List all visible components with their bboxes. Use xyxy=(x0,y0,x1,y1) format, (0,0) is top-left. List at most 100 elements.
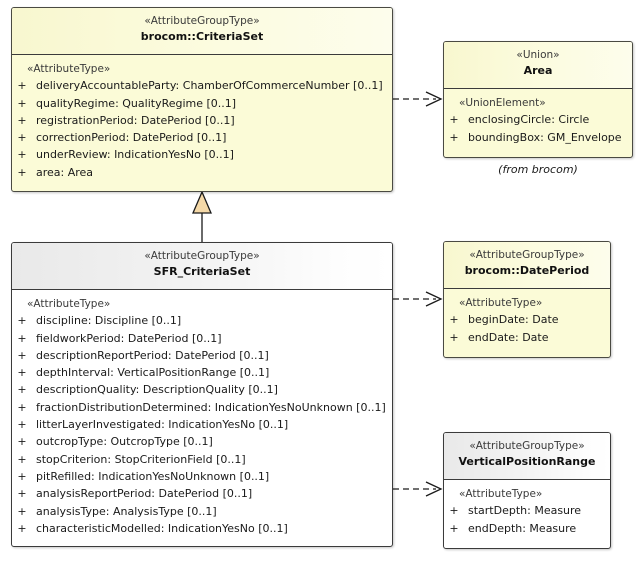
attribute-row[interactable]: + underReview: IndicationYesNo [0..1] xyxy=(12,146,392,163)
attribute-signature: beginDate: Date xyxy=(468,313,559,327)
generalization-sfr-criteriaset-to-criteriaset[interactable] xyxy=(192,190,212,242)
class-header-verticalpositionrange: «AttributeGroupType» VerticalPositionRan… xyxy=(444,433,610,480)
attribute-row[interactable]: + boundingBox: GM_Envelope xyxy=(444,129,632,146)
class-box-sfr-criteriaset[interactable]: «AttributeGroupType» SFR_CriteriaSet «At… xyxy=(11,242,393,547)
attribute-signature: underReview: IndicationYesNo [0..1] xyxy=(36,148,234,162)
attribute-row[interactable]: + outcropType: OutcropType [0..1] xyxy=(12,433,392,450)
class-header-brocom-criteriaset: «AttributeGroupType» brocom::CriteriaSet xyxy=(12,8,392,55)
visibility-marker: + xyxy=(17,113,27,127)
attribute-signature: correctionPeriod: DatePeriod [0..1] xyxy=(36,131,227,145)
compartment-stereotype: «AttributeType» xyxy=(459,488,543,500)
attribute-signature: litterLayerInvestigated: IndicationYesNo… xyxy=(36,418,289,432)
class-stereotype: «AttributeGroupType» xyxy=(469,440,585,452)
class-stereotype: «AttributeGroupType» xyxy=(144,15,260,27)
attribute-signature: enclosingCircle: Circle xyxy=(468,113,590,127)
attribute-row[interactable]: + analysisReportPeriod: DatePeriod [0..1… xyxy=(12,485,392,502)
visibility-marker: + xyxy=(17,366,27,380)
class-box-verticalpositionrange[interactable]: «AttributeGroupType» VerticalPositionRan… xyxy=(443,432,611,549)
dependency-sfr-criteriaset-to-dateperiod[interactable] xyxy=(393,291,443,307)
visibility-marker: + xyxy=(449,504,459,518)
attribute-row[interactable]: + pitRefilled: IndicationYesNoUnknown [0… xyxy=(12,468,392,485)
attribute-row[interactable]: + characteristicModelled: IndicationYesN… xyxy=(12,520,392,537)
visibility-marker: + xyxy=(17,435,27,449)
attribute-signature: outcropType: OutcropType [0..1] xyxy=(36,435,213,449)
compartment-stereotype: «AttributeType» xyxy=(27,63,111,75)
class-stereotype: «Union» xyxy=(516,49,560,61)
class-stereotype: «AttributeGroupType» xyxy=(469,249,585,261)
attribute-row[interactable]: + enclosingCircle: Circle xyxy=(444,111,632,128)
visibility-marker: + xyxy=(449,130,459,144)
attribute-signature: pitRefilled: IndicationYesNoUnknown [0..… xyxy=(36,469,270,483)
attribute-row[interactable]: + endDepth: Measure xyxy=(444,520,610,537)
class-box-area[interactable]: «Union» Area «UnionElement» + enclosingC… xyxy=(443,41,633,158)
class-name: brocom::DatePeriod xyxy=(464,263,590,277)
visibility-marker: + xyxy=(17,487,27,501)
attribute-signature: analysisReportPeriod: DatePeriod [0..1] xyxy=(36,487,253,501)
attribute-row[interactable]: + fractionDistributionDetermined: Indica… xyxy=(12,399,392,416)
attribute-row[interactable]: + fieldworkPeriod: DatePeriod [0..1] xyxy=(12,330,392,347)
class-name: VerticalPositionRange xyxy=(458,454,596,468)
attribute-row[interactable]: + startDepth: Measure xyxy=(444,502,610,519)
attribute-row[interactable]: + endDate: Date xyxy=(444,329,610,346)
attribute-signature: area: Area xyxy=(36,165,94,179)
class-box-brocom-criteriaset[interactable]: «AttributeGroupType» brocom::CriteriaSet… xyxy=(11,7,393,192)
visibility-marker: + xyxy=(17,96,27,110)
attribute-signature: startDepth: Measure xyxy=(468,504,582,518)
attribute-row[interactable]: + depthInterval: VerticalPositionRange [… xyxy=(12,364,392,381)
attributes-compartment: «UnionElement» + enclosingCircle: Circle… xyxy=(444,89,632,153)
attribute-row[interactable]: + discipline: Discipline [0..1] xyxy=(12,312,392,329)
attribute-row[interactable]: + litterLayerInvestigated: IndicationYes… xyxy=(12,416,392,433)
visibility-marker: + xyxy=(17,521,27,535)
visibility-marker: + xyxy=(17,79,27,93)
attribute-signature: boundingBox: GM_Envelope xyxy=(468,130,622,144)
visibility-marker: + xyxy=(17,314,27,328)
attribute-row[interactable]: + qualityRegime: QualityRegime [0..1] xyxy=(12,95,392,112)
visibility-marker: + xyxy=(17,131,27,145)
attributes-compartment: «AttributeType» + deliveryAccountablePar… xyxy=(12,55,392,188)
dependency-criteriaset-to-area[interactable] xyxy=(393,91,443,107)
visibility-marker: + xyxy=(17,148,27,162)
attribute-row[interactable]: + registrationPeriod: DatePeriod [0..1] xyxy=(12,112,392,129)
attribute-row[interactable]: + stopCriterion: StopCriterionField [0..… xyxy=(12,451,392,468)
attribute-signature: fractionDistributionDetermined: Indicati… xyxy=(36,400,386,414)
dependency-sfr-criteriaset-to-verticalpositionrange[interactable] xyxy=(393,481,443,497)
attribute-signature: endDate: Date xyxy=(468,330,549,344)
attribute-row[interactable]: + descriptionQuality: DescriptionQuality… xyxy=(12,381,392,398)
visibility-marker: + xyxy=(17,400,27,414)
attribute-signature: fieldworkPeriod: DatePeriod [0..1] xyxy=(36,331,222,345)
attribute-signature: stopCriterion: StopCriterionField [0..1] xyxy=(36,452,246,466)
visibility-marker: + xyxy=(449,330,459,344)
attribute-row[interactable]: + deliveryAccountableParty: ChamberOfCom… xyxy=(12,77,392,94)
class-name: SFR_CriteriaSet xyxy=(153,264,251,278)
visibility-marker: + xyxy=(449,313,459,327)
attribute-signature: analysisType: AnalysisType [0..1] xyxy=(36,504,217,518)
compartment-stereotype: «UnionElement» xyxy=(459,97,546,109)
class-box-brocom-dateperiod[interactable]: «AttributeGroupType» brocom::DatePeriod … xyxy=(443,241,611,358)
attribute-row[interactable]: + area: Area xyxy=(12,164,392,181)
class-header-area: «Union» Area xyxy=(444,42,632,89)
attribute-signature: depthInterval: VerticalPositionRange [0.… xyxy=(36,366,270,380)
visibility-marker: + xyxy=(17,418,27,432)
visibility-marker: + xyxy=(17,165,27,179)
attribute-row[interactable]: + beginDate: Date xyxy=(444,311,610,328)
attribute-signature: characteristicModelled: IndicationYesNo … xyxy=(36,521,288,535)
attributes-compartment: «AttributeType» + startDepth: Measure + … xyxy=(444,480,610,544)
visibility-marker: + xyxy=(17,383,27,397)
visibility-marker: + xyxy=(449,113,459,127)
compartment-stereotype: «AttributeType» xyxy=(27,298,111,310)
visibility-marker: + xyxy=(17,469,27,483)
class-header-brocom-dateperiod: «AttributeGroupType» brocom::DatePeriod xyxy=(444,242,610,289)
attributes-compartment: «AttributeType» + beginDate: Date + endD… xyxy=(444,289,610,353)
attribute-signature: descriptionReportPeriod: DatePeriod [0..… xyxy=(36,348,269,362)
note-from-brocom: (from brocom) xyxy=(498,163,578,176)
attribute-row[interactable]: + correctionPeriod: DatePeriod [0..1] xyxy=(12,129,392,146)
attribute-row[interactable]: + descriptionReportPeriod: DatePeriod [0… xyxy=(12,347,392,364)
visibility-marker: + xyxy=(449,521,459,535)
attribute-signature: deliveryAccountableParty: ChamberOfComme… xyxy=(36,79,383,93)
compartment-stereotype: «AttributeType» xyxy=(459,297,543,309)
visibility-marker: + xyxy=(17,504,27,518)
class-name: brocom::CriteriaSet xyxy=(140,29,264,43)
attribute-row[interactable]: + analysisType: AnalysisType [0..1] xyxy=(12,503,392,520)
visibility-marker: + xyxy=(17,452,27,466)
